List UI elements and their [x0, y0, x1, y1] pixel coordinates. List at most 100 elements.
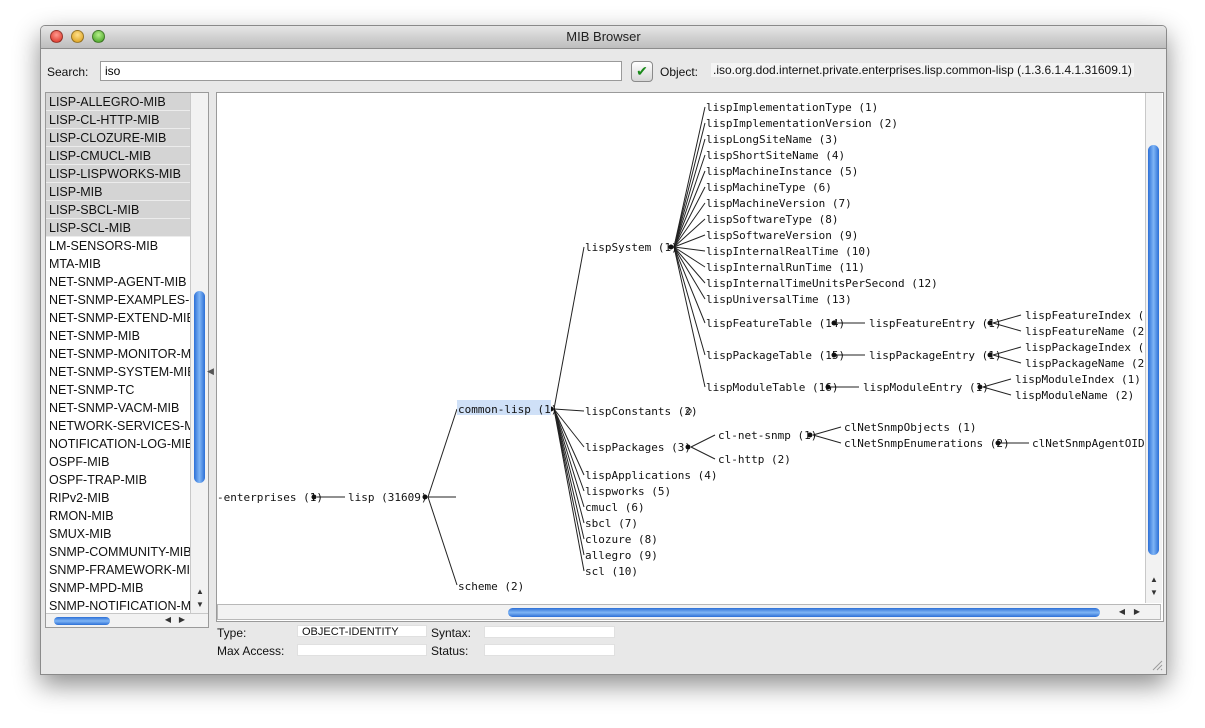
- mib-list-item[interactable]: LISP-CL-HTTP-MIB: [46, 111, 208, 129]
- mib-list-item[interactable]: LISP-CLOZURE-MIB: [46, 129, 208, 147]
- mib-list-item[interactable]: NET-SNMP-SYSTEM-MIB: [49, 365, 196, 379]
- node-common-lisp-child[interactable]: scl (10): [585, 565, 638, 578]
- mib-list-item[interactable]: LISP-MIB: [46, 183, 208, 201]
- mib-list-item[interactable]: NET-SNMP-VACM-MIB: [49, 401, 180, 415]
- node-enterprises[interactable]: -enterprises (1): [217, 491, 323, 504]
- mib-list-item[interactable]: MTA-MIB: [49, 257, 101, 271]
- mib-list-item[interactable]: SNMP-MPD-MIB: [49, 581, 144, 595]
- resize-grip-icon[interactable]: [1151, 659, 1163, 671]
- mib-tree-view[interactable]: -enterprises (1) lisp (31609) common-lis…: [216, 92, 1164, 622]
- node-common-lisp[interactable]: common-lisp (1): [458, 403, 557, 416]
- node-lispSystem-child[interactable]: lispShortSiteName (4): [706, 149, 845, 162]
- node-lispSystem-child[interactable]: lispImplementationType (1): [706, 101, 878, 114]
- node-lispSystem-child[interactable]: lispLongSiteName (3): [706, 133, 838, 146]
- mib-list-item[interactable]: SNMP-FRAMEWORK-MIB: [49, 563, 199, 577]
- mib-list-item[interactable]: NOTIFICATION-LOG-MIB: [49, 437, 194, 451]
- zoom-window-button[interactable]: [92, 30, 105, 43]
- node-lispPackageTable[interactable]: lispPackageTable (15): [706, 349, 845, 362]
- node-lispSystem-child[interactable]: lispSoftwareVersion (9): [706, 229, 858, 242]
- node-lispFeatureName[interactable]: lispFeatureName (2): [1025, 325, 1151, 338]
- tree-scroll-left-arrow-icon[interactable]: ◀: [1118, 607, 1126, 616]
- scroll-left-arrow-icon[interactable]: ◀: [164, 615, 172, 624]
- search-input[interactable]: [100, 61, 622, 81]
- node-lispFeatureIndex[interactable]: lispFeatureIndex (1): [1025, 309, 1157, 322]
- node-lispPackageEntry[interactable]: lispPackageEntry (1): [869, 349, 1001, 362]
- selected-node-highlight: [457, 400, 551, 415]
- tree-vscroll-thumb[interactable]: [1148, 145, 1159, 555]
- mib-list-item[interactable]: LISP-LISPWORKS-MIB: [46, 165, 208, 183]
- mib-list-item[interactable]: LISP-ALLEGRO-MIB: [46, 93, 208, 111]
- mib-list-item[interactable]: OSPF-MIB: [49, 455, 110, 469]
- node-clNetSnmpAgentOIDs[interactable]: clNetSnmpAgentOIDs: [1032, 437, 1151, 450]
- node-lispSystem-child[interactable]: lispInternalRealTime (10): [706, 245, 872, 258]
- node-lispConstants[interactable]: lispConstants (2): [585, 405, 698, 418]
- mib-list-item[interactable]: NET-SNMP-EXTEND-MIB: [49, 311, 195, 325]
- node-lispSystem-child[interactable]: lispUniversalTime (13): [706, 293, 852, 306]
- node-lispModuleName[interactable]: lispModuleName (2): [1015, 389, 1134, 402]
- node-common-lisp-child[interactable]: clozure (8): [585, 533, 658, 546]
- node-lispModuleTable[interactable]: lispModuleTable (16): [706, 381, 838, 394]
- node-cl-http[interactable]: cl-http (2): [718, 453, 791, 466]
- scroll-down-arrow-icon[interactable]: ▼: [196, 600, 204, 609]
- mib-list-item[interactable]: OSPF-TRAP-MIB: [49, 473, 147, 487]
- node-lispSystem-child[interactable]: lispMachineInstance (5): [706, 165, 858, 178]
- mib-list-item[interactable]: SNMP-NOTIFICATION-MIB: [49, 599, 203, 613]
- node-lispSystem[interactable]: lispSystem (1): [585, 241, 678, 254]
- node-lispSystem-child[interactable]: lispImplementationVersion (2): [706, 117, 898, 130]
- split-pane-divider-handle[interactable]: ◀: [207, 366, 214, 376]
- tree-vertical-scrollbar[interactable]: ▲ ▼: [1145, 93, 1162, 603]
- node-lispPackageIndex[interactable]: lispPackageIndex (1): [1025, 341, 1157, 354]
- mib-list-item[interactable]: RIPv2-MIB: [49, 491, 110, 505]
- node-lisp[interactable]: lisp (31609): [348, 491, 427, 504]
- node-common-lisp-child[interactable]: lispworks (5): [585, 485, 671, 498]
- tree-hscroll-thumb[interactable]: [508, 608, 1100, 617]
- mib-list-item[interactable]: NET-SNMP-EXAMPLES-MIB: [49, 293, 209, 307]
- scroll-right-arrow-icon[interactable]: ▶: [178, 615, 186, 624]
- node-lispSystem-child[interactable]: lispMachineType (6): [706, 181, 832, 194]
- node-lispPackageName[interactable]: lispPackageName (2): [1025, 357, 1151, 370]
- mib-list-item[interactable]: LISP-SCL-MIB: [46, 219, 208, 237]
- tree-scroll-up-arrow-icon[interactable]: ▲: [1150, 575, 1158, 584]
- mib-list-vscroll-thumb[interactable]: [194, 291, 205, 483]
- mib-list-item[interactable]: NET-SNMP-TC: [49, 383, 135, 397]
- mib-list-item[interactable]: NET-SNMP-AGENT-MIB: [49, 275, 187, 289]
- node-lispPackages[interactable]: lispPackages (3): [585, 441, 691, 454]
- node-lispModuleEntry[interactable]: lispModuleEntry (1): [863, 381, 989, 394]
- mib-list-horizontal-scrollbar[interactable]: ◀ ▶: [46, 613, 208, 627]
- mib-list-hscroll-thumb[interactable]: [54, 617, 110, 625]
- node-common-lisp-child[interactable]: lispApplications (4): [585, 469, 717, 482]
- mib-list-item[interactable]: SMUX-MIB: [49, 527, 112, 541]
- mib-list-vertical-scrollbar[interactable]: ▲ ▼: [190, 93, 208, 613]
- node-lispModuleIndex[interactable]: lispModuleIndex (1): [1015, 373, 1141, 386]
- tree-horizontal-scrollbar[interactable]: ◀ ▶: [217, 604, 1161, 620]
- minimize-window-button[interactable]: [71, 30, 84, 43]
- tree-scroll-right-arrow-icon[interactable]: ▶: [1133, 607, 1141, 616]
- mib-list-item[interactable]: SNMP-COMMUNITY-MIB: [49, 545, 192, 559]
- tree-scroll-down-arrow-icon[interactable]: ▼: [1150, 588, 1158, 597]
- node-lispSystem-child[interactable]: lispMachineVersion (7): [706, 197, 852, 210]
- scroll-up-arrow-icon[interactable]: ▲: [196, 587, 204, 596]
- node-clNetSnmpEnumerations[interactable]: clNetSnmpEnumerations (2): [844, 437, 1010, 450]
- node-cl-net-snmp[interactable]: cl-net-snmp (1): [718, 429, 817, 442]
- mib-list-item[interactable]: NETWORK-SERVICES-MIB: [49, 419, 207, 433]
- node-common-lisp-child[interactable]: sbcl (7): [585, 517, 638, 530]
- node-common-lisp-child[interactable]: allegro (9): [585, 549, 658, 562]
- type-label: Type:: [217, 626, 247, 640]
- mib-list-item[interactable]: NET-SNMP-MONITOR-MIB: [49, 347, 203, 361]
- mib-list-item[interactable]: RMON-MIB: [49, 509, 114, 523]
- node-lispSystem-child[interactable]: lispInternalTimeUnitsPerSecond (12): [706, 277, 938, 290]
- close-window-button[interactable]: [50, 30, 63, 43]
- node-lispFeatureTable[interactable]: lispFeatureTable (14): [706, 317, 845, 330]
- search-go-button[interactable]: ✔: [631, 61, 653, 82]
- mib-list-item[interactable]: NET-SNMP-MIB: [49, 329, 140, 343]
- node-lispFeatureEntry[interactable]: lispFeatureEntry (1): [869, 317, 1001, 330]
- mib-list-item[interactable]: LM-SENSORS-MIB: [49, 239, 159, 253]
- node-clNetSnmpObjects[interactable]: clNetSnmpObjects (1): [844, 421, 976, 434]
- node-common-lisp-child[interactable]: cmucl (6): [585, 501, 645, 514]
- mib-list-item[interactable]: LISP-SBCL-MIB: [46, 201, 208, 219]
- mib-list-item[interactable]: LISP-CMUCL-MIB: [46, 147, 208, 165]
- node-lispSystem-child[interactable]: lispInternalRunTime (11): [706, 261, 865, 274]
- node-lispSystem-child[interactable]: lispSoftwareType (8): [706, 213, 838, 226]
- node-scheme[interactable]: scheme (2): [458, 580, 524, 593]
